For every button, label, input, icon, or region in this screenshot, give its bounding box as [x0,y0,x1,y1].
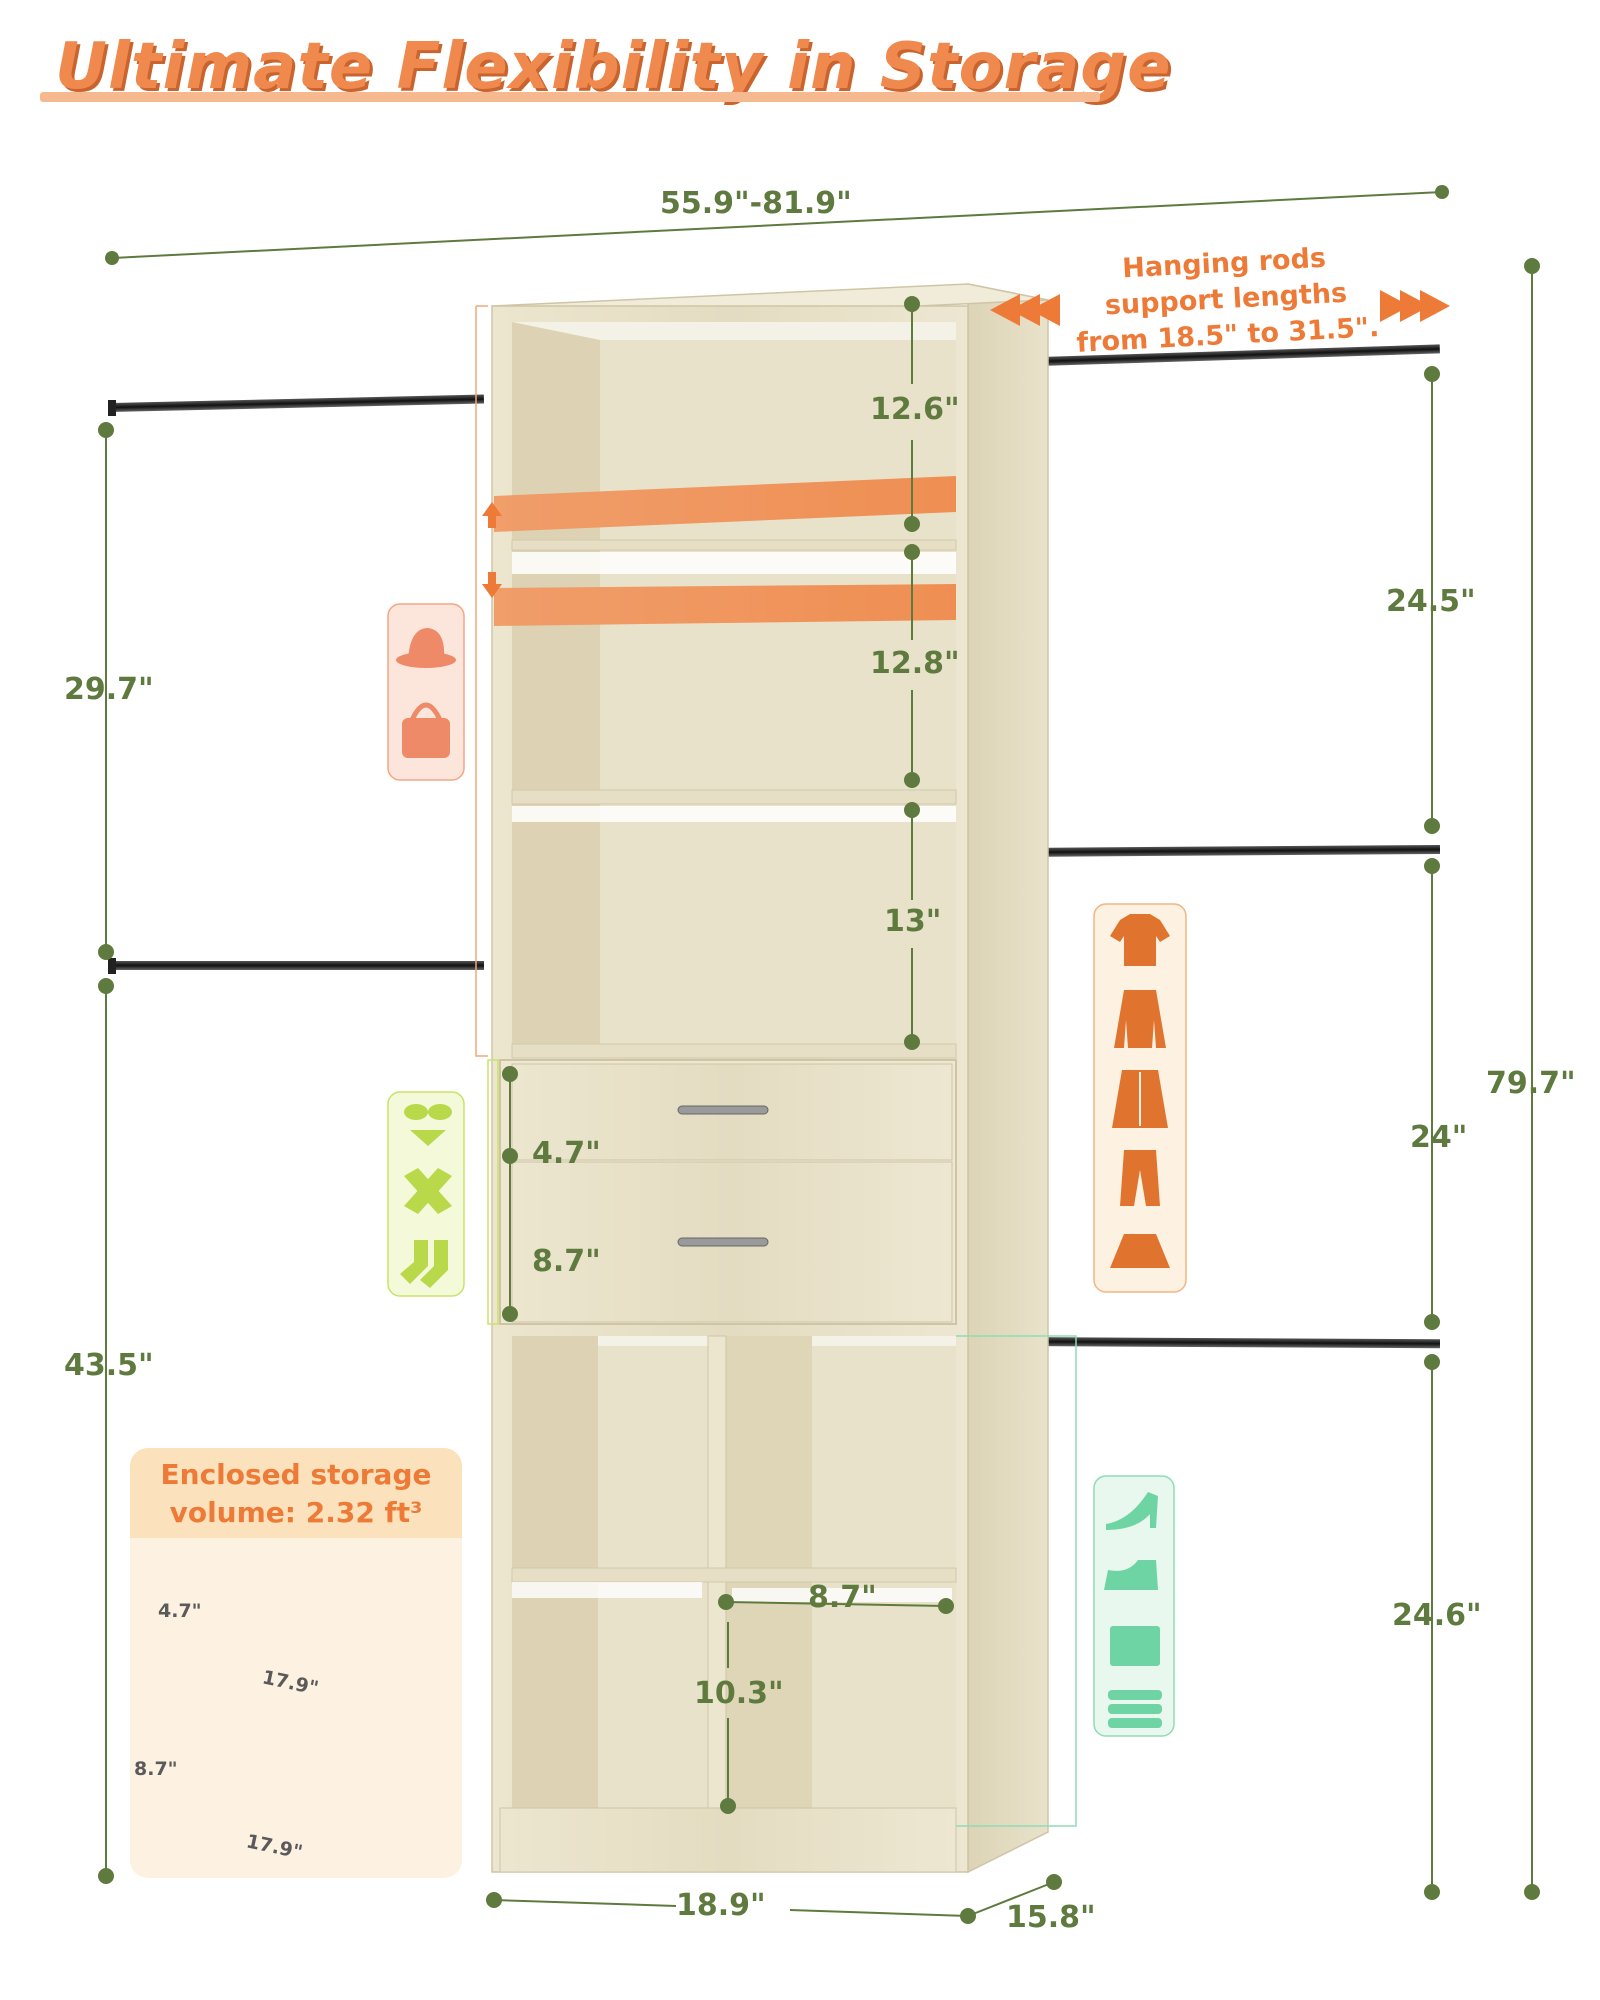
scarf-icon [404,1168,452,1214]
upper-section-bracket [475,306,488,1057]
depth-label: 15.8" [1006,1900,1096,1935]
shelf-bottom-label: 13" [884,904,942,939]
cabinet-base [499,1807,957,1873]
overall-width-label: 55.9"-81.9" [660,186,852,221]
inset-title-line1: Enclosed storage [160,1458,432,1491]
cubby-height-label: 10.3" [694,1676,784,1711]
inset-title-line2: volume: 2.32 ft³ [169,1496,423,1529]
top-drawer-handle [677,1105,769,1115]
inset-title: Enclosed storage volume: 2.32 ft³ [130,1448,462,1538]
skirt-icon [1110,1234,1170,1268]
drawer-bottom-label: 8.7" [532,1244,601,1279]
cubby-section-bracket [956,1335,1077,1827]
right-upper-rod [1007,344,1440,367]
overall-height-label: 79.7" [1486,1066,1576,1101]
right-middle-span-label: 24" [1410,1120,1468,1155]
left-lower-rod [108,958,484,974]
right-lower-span-label: 24.6" [1392,1598,1482,1633]
tshirt-icon [1110,914,1170,966]
left-upper-span-label: 29.7" [64,672,154,707]
adjustable-shelf-upper [494,476,956,532]
rod-length-arrows [990,290,1450,326]
jacket-icon [1112,1070,1168,1128]
footwear-panel [1093,1475,1175,1737]
shirt-icon [1114,990,1166,1048]
socks-icon [400,1240,448,1288]
shelf-top-label: 12.6" [870,392,960,427]
vertical-dimension-lines [98,258,1540,1924]
inset-drawer2-height: 8.7" [134,1758,178,1780]
title-underline [40,92,1100,102]
overall-width-line [105,185,1449,265]
left-upper-rod [108,394,485,416]
folded-clothes-icon [1108,1690,1162,1728]
page-title: Ultimate Flexibility in Storage [55,30,1172,104]
handbag-icon [402,702,450,758]
bra-icon [404,1104,452,1146]
shoe-icon [1104,1560,1158,1590]
cubby-width-label: 8.7" [808,1580,877,1615]
right-middle-rod [1007,844,1441,857]
enclosed-storage-inset: Enclosed storage volume: 2.32 ft³ [130,1448,462,1878]
right-upper-span-label: 24.5" [1386,584,1476,619]
drawer-top-label: 4.7" [532,1136,601,1171]
shelf-middle-label: 12.8" [870,646,960,681]
cabinet-side-panel [967,283,1049,1874]
rod-length-note: Hanging rods support lengths from 18.5" … [1063,238,1388,363]
storage-box-icon [1110,1626,1160,1666]
pants-icon [1120,1150,1160,1206]
bottom-drawer-handle [677,1237,769,1247]
heel-icon [1106,1492,1158,1530]
adjustable-shelf-lower [494,584,956,626]
shelf-adjust-arrows [482,502,502,598]
base-width-label: 18.9" [676,1888,766,1923]
hat-icon [396,628,456,668]
right-lower-rod [1007,1337,1441,1349]
inset-drawer1-height: 4.7" [158,1600,202,1622]
drawer-section-bracket [487,1059,499,1325]
left-lower-span-label: 43.5" [64,1348,154,1383]
